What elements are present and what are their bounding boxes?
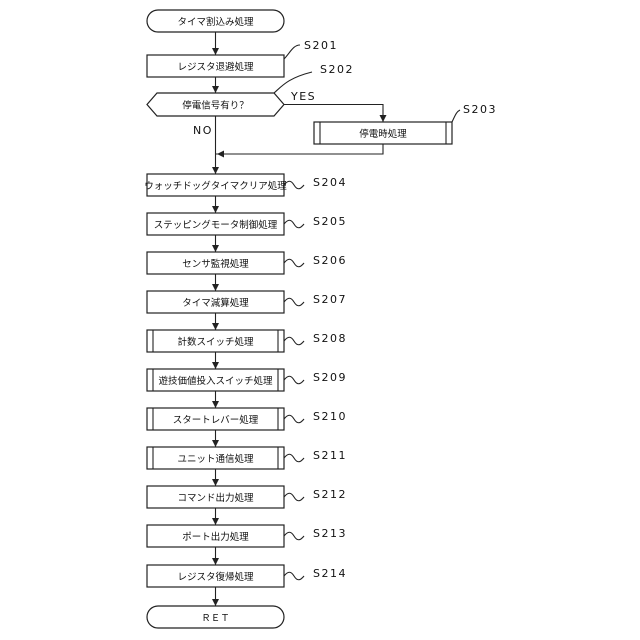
step-S213-label: ポート出力処理 [182, 531, 249, 543]
step-S212-box: コマンド出力処理 S212 [147, 486, 347, 508]
step-S213-tag: S213 [313, 527, 347, 540]
step-S204-box: ウォッチドッグタイマクリア処理 S204 [144, 174, 347, 196]
step-S209-label: 遊技価値投入スイッチ処理 [158, 375, 273, 387]
leader-S210 [284, 415, 304, 423]
step-S209-tag: S209 [313, 371, 347, 384]
decision-power-failure: 停電信号有り？ YES NO [147, 90, 316, 137]
decision-label: 停電信号有り？ [182, 100, 249, 112]
step-S206-tag: S206 [313, 254, 347, 267]
step-S205-label: ステッピングモータ制御処理 [154, 219, 278, 231]
leader-S211 [284, 454, 304, 462]
step-S201-tag: S201 [304, 39, 338, 52]
step-S206-box: センサ監視処理 S206 [147, 252, 347, 274]
step-S210-tag: S210 [313, 410, 347, 423]
decision-no-label: NO [193, 124, 213, 137]
step-S211-box: ユニット通信処理 S211 [147, 447, 347, 469]
step-S201-label: レジスタ退避処理 [177, 61, 254, 73]
leader-S208 [284, 337, 304, 345]
start-label: タイマ割込み処理 [177, 16, 254, 28]
step-S209-box: 遊技価値投入スイッチ処理 S209 [147, 369, 347, 391]
step-S211-label: ユニット通信処理 [177, 453, 254, 465]
step-S210-label: スタートレバー処理 [173, 414, 259, 426]
end-terminal: ＲＥＴ [147, 606, 284, 628]
leader-S207 [284, 298, 304, 306]
step-S205-box: ステッピングモータ制御処理 S205 [147, 213, 347, 235]
step-S208-box: 計数スイッチ処理 S208 [147, 330, 347, 352]
step-S203-tag: S203 [463, 103, 497, 116]
leader-S214 [284, 572, 304, 580]
leader-S205 [284, 220, 304, 228]
leader-S206 [284, 259, 304, 267]
step-S207-tag: S207 [313, 293, 347, 306]
step-S203-box: 停電時処理 [314, 122, 452, 144]
step-S205-tag: S205 [313, 215, 347, 228]
leader-S213 [284, 532, 304, 540]
leader-S203 [452, 110, 460, 122]
step-S207-label: タイマ減算処理 [182, 297, 249, 309]
leader-S204 [284, 181, 304, 189]
step-S204-label: ウォッチドッグタイマクリア処理 [144, 180, 287, 192]
step-S214-tag: S214 [313, 567, 347, 580]
leader-S209 [284, 376, 304, 384]
step-S201-box: レジスタ退避処理 S201 [147, 39, 338, 77]
step-S207-box: タイマ減算処理 S207 [147, 291, 347, 313]
connectors [212, 32, 387, 606]
step-S208-label: 計数スイッチ処理 [177, 336, 254, 348]
start-terminal: タイマ割込み処理 [147, 10, 284, 32]
step-S212-tag: S212 [313, 488, 347, 501]
step-S213-box: ポート出力処理 S213 [147, 525, 347, 547]
step-S206-label: センサ監視処理 [182, 258, 249, 270]
step-S214-box: レジスタ復帰処理 S214 [147, 565, 347, 587]
process-steps: レジスタ退避処理 S201 ウォッチドッグタイマクリア処理 S204 ステッピングモータ… [144, 39, 347, 587]
leader-S201 [284, 45, 300, 59]
leader-S212 [284, 493, 304, 501]
decision-yes-label: YES [290, 90, 316, 103]
step-S202-tag: S202 [320, 63, 354, 76]
step-S211-tag: S211 [313, 449, 347, 462]
step-S204-tag: S204 [313, 176, 347, 189]
step-S212-label: コマンド出力処理 [177, 492, 254, 504]
step-S208-tag: S208 [313, 332, 347, 345]
step-S203-label: 停電時処理 [359, 128, 407, 140]
step-S210-box: スタートレバー処理 S210 [147, 408, 347, 430]
step-S214-label: レジスタ復帰処理 [177, 571, 254, 583]
end-label: ＲＥＴ [201, 613, 230, 624]
